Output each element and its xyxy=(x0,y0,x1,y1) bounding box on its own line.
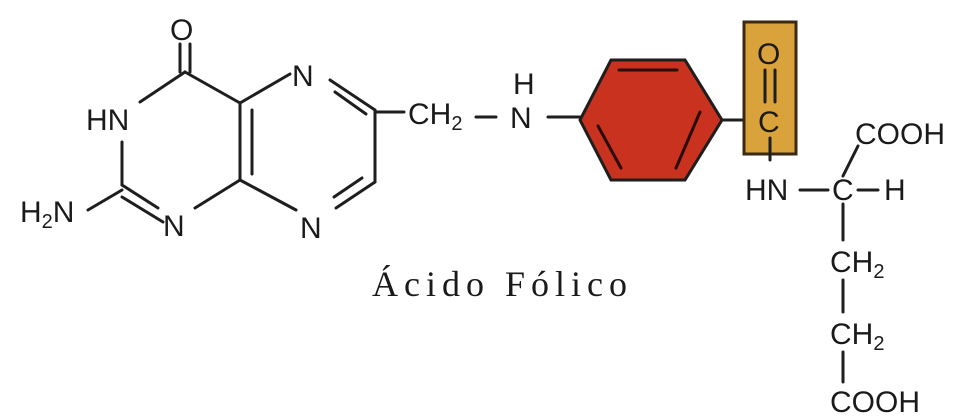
atom-ch2-b: CH2 xyxy=(830,318,884,355)
atom-n-bottom-left: N xyxy=(163,210,185,243)
atom-n-top-ring: N xyxy=(292,60,314,93)
compound-title: Ácido Fólico xyxy=(372,264,633,304)
pyrimidine-ring xyxy=(86,42,254,224)
atom-hn: HN xyxy=(86,104,129,137)
atom-ch2: CH2 xyxy=(408,98,462,135)
atom-hn-amide: HN xyxy=(745,174,788,207)
atom-cooh-top: COOH xyxy=(855,118,945,151)
atom-alpha-c: C xyxy=(832,174,854,207)
atom-ch2-a: CH2 xyxy=(830,246,884,283)
atom-o-top: O xyxy=(170,14,193,47)
atom-nh-h: H xyxy=(513,68,535,101)
atom-carbonyl-o: O xyxy=(757,38,780,71)
atom-alpha-h: H xyxy=(884,174,906,207)
c-cooh-bond xyxy=(841,144,860,178)
atom-n-bottom-ring: N xyxy=(300,212,322,245)
atom-carbonyl-c: C xyxy=(758,106,780,139)
pyrazine-ring xyxy=(238,72,406,212)
atom-cooh-bottom: COOH xyxy=(830,386,920,419)
benzene-ring xyxy=(578,58,724,182)
atom-nh-n: N xyxy=(510,102,532,135)
atom-h2n: H2N xyxy=(20,196,74,233)
benzene-hexagon xyxy=(578,58,724,182)
